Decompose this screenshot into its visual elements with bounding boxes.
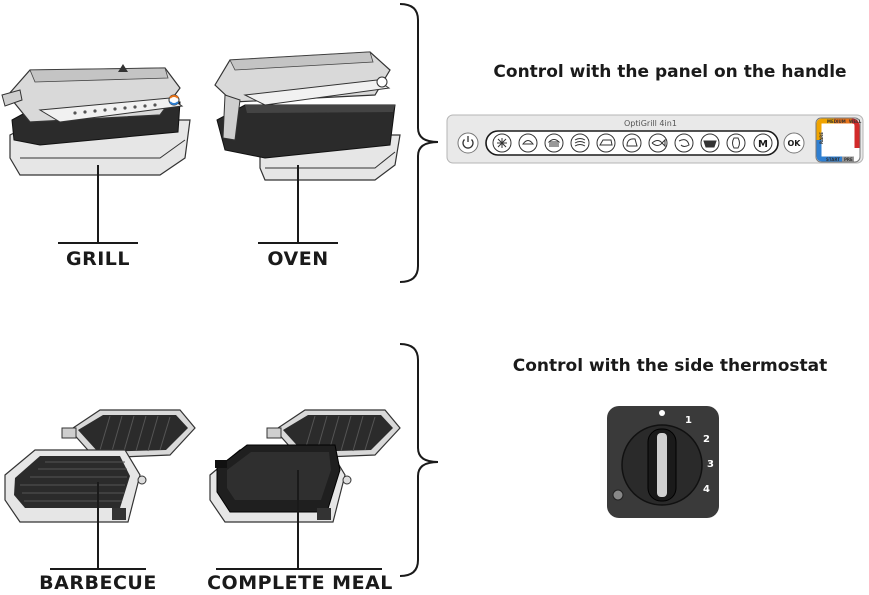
ring-label-medium: MEDIUM	[827, 119, 846, 124]
complete-meal-label-rule	[216, 568, 382, 570]
ring-label-rare: RARE	[819, 132, 824, 144]
cooking-level-indicator: MEDIUM RARE WELL START PRE	[815, 117, 862, 163]
bottom-brace	[399, 343, 439, 577]
thermostat-position-4: 4	[703, 484, 710, 495]
snowflake-icon	[497, 138, 507, 148]
fish-icon	[651, 138, 666, 148]
oven-label: OVEN	[267, 248, 329, 270]
poultry-program-button[interactable]	[622, 133, 642, 153]
power-button[interactable]	[457, 132, 479, 154]
knob-indicator	[657, 433, 667, 497]
side-thermostat: 1 2 3 4	[607, 406, 719, 518]
thermostat-position-1: 1	[685, 415, 692, 426]
barbecue-label: BARBECUE	[39, 572, 157, 594]
oven-label-rule	[258, 242, 338, 244]
shellfish-program-button[interactable]	[674, 133, 694, 153]
barbecue-leader-line	[97, 482, 99, 568]
manual-button-label: M	[758, 139, 768, 150]
grill-illustration	[1, 64, 191, 176]
manual-button[interactable]: M	[753, 133, 773, 153]
burger-icon	[522, 140, 534, 145]
grill-leader-line	[97, 165, 99, 242]
burger-program-button[interactable]	[518, 133, 538, 153]
ring-label-pre: PRE	[844, 157, 853, 162]
red-meat-icon	[703, 140, 717, 148]
sausage-program-button[interactable]	[726, 133, 746, 153]
grill-label-rule	[58, 242, 138, 244]
thermostat-knob[interactable]	[621, 424, 703, 506]
shellfish-icon	[678, 139, 690, 147]
oven-illustration	[214, 51, 401, 181]
control-panel: OptiGrill 4in1 M OK MEDIUM RARE WELL STA…	[446, 114, 864, 164]
thermostat-heading: Control with the side thermostat	[512, 356, 828, 376]
pork-program-button[interactable]	[596, 133, 616, 153]
pork-icon	[599, 139, 613, 146]
power-icon	[462, 136, 474, 149]
oven-leader-line	[297, 165, 299, 242]
sandwich-program-button[interactable]	[544, 133, 564, 153]
poultry-icon	[626, 138, 638, 147]
ring-label-well: WELL	[849, 119, 862, 124]
snowflake-program-button[interactable]	[492, 133, 512, 153]
sandwich-icon	[547, 139, 561, 147]
panel-brand-label: OptiGrill 4in1	[624, 119, 677, 128]
complete-meal-leader-line	[297, 470, 299, 568]
sausage-icon	[732, 137, 740, 149]
grill-label: GRILL	[65, 248, 130, 270]
panel-heading: Control with the panel on the handle	[493, 62, 847, 82]
fish-program-button[interactable]	[648, 133, 668, 153]
complete-meal-label: COMPLETE MEAL	[207, 572, 393, 594]
top-brace	[399, 3, 439, 283]
bacon-program-button[interactable]	[570, 133, 590, 153]
thermostat-position-3: 3	[707, 459, 714, 470]
bacon-icon	[574, 138, 586, 147]
thermostat-indicator-light	[612, 489, 624, 501]
ok-button[interactable]: OK	[783, 132, 805, 154]
barbecue-label-rule	[50, 568, 146, 570]
thermostat-position-2: 2	[703, 434, 710, 445]
red-meat-program-button[interactable]	[700, 133, 720, 153]
thermostat-off-dot	[659, 410, 665, 416]
complete-meal-illustration	[209, 409, 401, 523]
ring-label-start: START	[826, 157, 840, 162]
barbecue-illustration	[4, 409, 196, 523]
ok-button-label: OK	[788, 139, 802, 148]
